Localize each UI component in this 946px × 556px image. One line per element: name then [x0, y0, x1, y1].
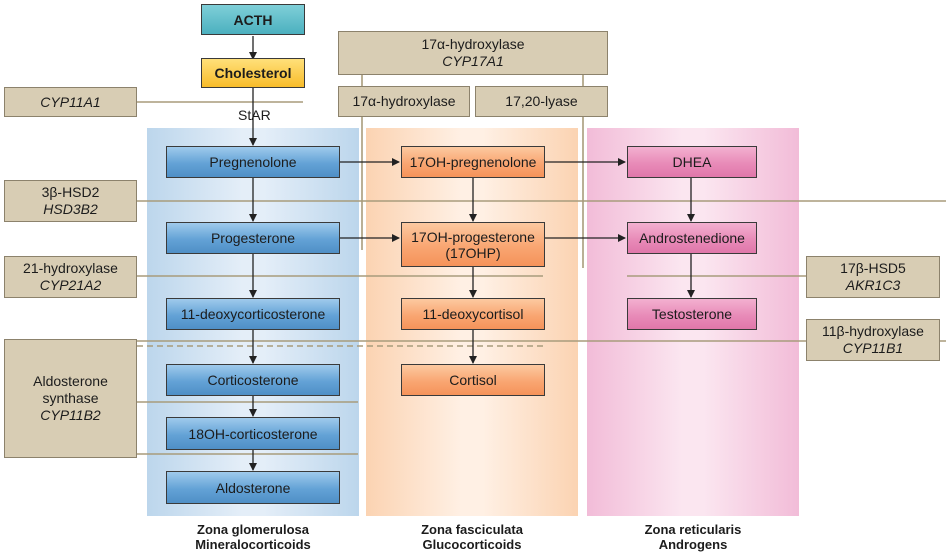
- 17-20-lyase-box: 17,20-lyase: [475, 86, 608, 117]
- zone-name: Zona fasciculata: [421, 522, 523, 537]
- hsd3b2-name: 3β-HSD2: [41, 184, 100, 200]
- cyp21a2-gene: CYP21A2: [39, 277, 102, 293]
- cyp11b1-name: 11β-hydroxylase: [822, 323, 924, 339]
- 17oh-progesterone-box: 17OH-progesterone (17OHP): [401, 222, 545, 267]
- cyp17a1-name: 17α-hydroxylase: [421, 36, 525, 52]
- cyp11a1-enzyme-box: CYP11A1: [4, 87, 137, 117]
- zone-label-fasciculata: Zona fasciculata Glucocorticoids: [366, 522, 578, 552]
- zone-product: Glucocorticoids: [422, 537, 522, 552]
- zone-product: Mineralocorticoids: [195, 537, 311, 552]
- cyp17a1-gene: CYP17A1: [442, 53, 504, 69]
- star-label: StAR: [238, 107, 271, 123]
- pregnenolone-box: Pregnenolone: [166, 146, 340, 178]
- androstenedione-box: Androstenedione: [627, 222, 757, 254]
- zone-product: Androgens: [658, 537, 728, 552]
- 17oh-progesterone-line2: (17OHP): [445, 244, 501, 261]
- cyp11b2-name-line2: synthase: [42, 390, 99, 406]
- 17oh-pregnenolone-box: 17OH-pregnenolone: [401, 146, 545, 178]
- zone-label-glomerulosa: Zona glomerulosa Mineralocorticoids: [147, 522, 359, 552]
- 17oh-progesterone-line1: 17OH-progesterone: [411, 228, 535, 245]
- 17a-hydroxylase-name: 17α-hydroxylase: [352, 93, 456, 109]
- acth-box: ACTH: [201, 4, 305, 35]
- cyp21a2-name: 21-hydroxylase: [23, 260, 118, 276]
- zone-name: Zona reticularis: [644, 522, 742, 537]
- cyp11b2-enzyme-box: Aldosterone synthase CYP11B2: [4, 339, 137, 458]
- hsd3b2-enzyme-box: 3β-HSD2 HSD3B2: [4, 180, 137, 222]
- zone-label-reticularis: Zona reticularis Androgens: [587, 522, 799, 552]
- cyp17a1-enzyme-box: 17α-hydroxylase CYP17A1: [338, 31, 608, 75]
- 11-deoxycortisol-box: 11-deoxycortisol: [401, 298, 545, 330]
- deoxycorticosterone-box: 11-deoxycorticosterone: [166, 298, 340, 330]
- cyp11a1-gene: CYP11A1: [40, 93, 101, 110]
- cholesterol-box: Cholesterol: [201, 58, 305, 88]
- akr1c3-name: 17β-HSD5: [840, 260, 906, 276]
- cortisol-box: Cortisol: [401, 364, 545, 396]
- dhea-box: DHEA: [627, 146, 757, 178]
- akr1c3-gene: AKR1C3: [845, 277, 901, 293]
- hsd3b2-gene: HSD3B2: [43, 201, 98, 217]
- cyp11b1-gene: CYP11B1: [842, 340, 904, 356]
- akr1c3-enzyme-box: 17β-HSD5 AKR1C3: [806, 256, 940, 298]
- cyp11b1-enzyme-box: 11β-hydroxylase CYP11B1: [806, 319, 940, 361]
- cyp11b2-name-line1: Aldosterone: [33, 373, 108, 389]
- 18oh-corticosterone-box: 18OH-corticosterone: [166, 417, 340, 450]
- cyp21a2-enzyme-box: 21-hydroxylase CYP21A2: [4, 256, 137, 298]
- 17-20-lyase-name: 17,20-lyase: [505, 93, 578, 109]
- aldosterone-box: Aldosterone: [166, 471, 340, 504]
- cyp11b2-gene: CYP11B2: [40, 407, 101, 423]
- progesterone-box: Progesterone: [166, 222, 340, 254]
- testosterone-box: Testosterone: [627, 298, 757, 330]
- corticosterone-box: Corticosterone: [166, 364, 340, 396]
- 17a-hydroxylase-box: 17α-hydroxylase: [338, 86, 470, 117]
- zone-name: Zona glomerulosa: [197, 522, 309, 537]
